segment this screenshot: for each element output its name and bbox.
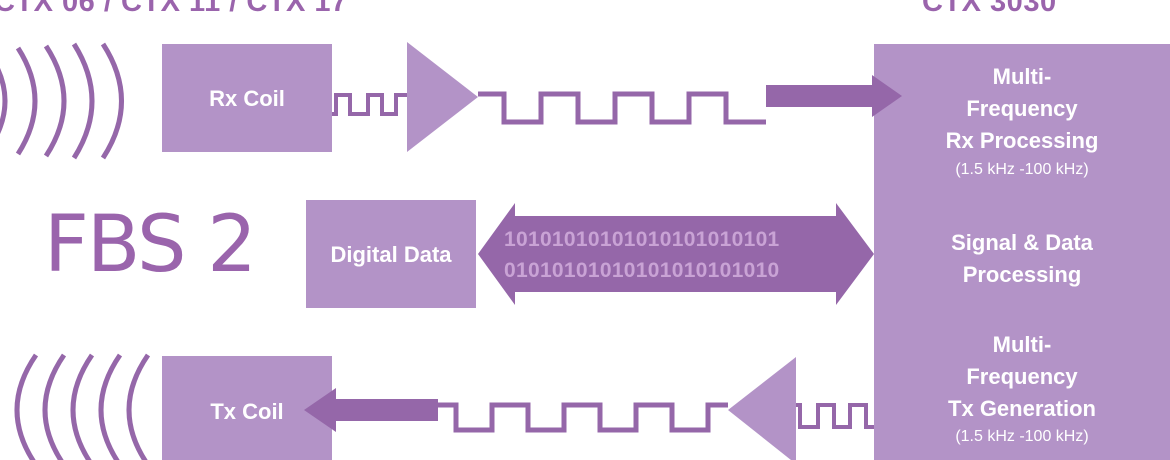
tx-coil-block — [162, 356, 332, 460]
tx-arrow — [304, 388, 438, 432]
rx-coil-label: Rx Coil — [209, 86, 285, 111]
tx-input-square-wave — [796, 403, 874, 429]
digital-data-block — [306, 200, 476, 308]
tx-waves-icon — [14, 353, 151, 460]
tx-generation-line-2: Frequency — [966, 364, 1078, 389]
rx-processing-line-3: Rx Processing — [945, 128, 1099, 153]
right-device-title: CTX 3030 — [922, 0, 1057, 18]
tx-generation-line-1: Multi- — [992, 332, 1052, 357]
product-name: FBS 2 — [44, 200, 257, 290]
rx-arrow — [766, 75, 902, 117]
digital-data-label: Digital Data — [330, 242, 452, 267]
rx-frequency-range: (1.5 kHz -100 kHz) — [955, 161, 1089, 178]
data-double-arrow — [478, 203, 874, 305]
tx-coil-label: Tx Coil — [210, 399, 284, 424]
tx-generation-line-3: Tx Generation — [948, 396, 1096, 421]
tx-frequency-range: (1.5 kHz -100 kHz) — [955, 428, 1089, 445]
rx-processing-line-1: Multi- — [992, 64, 1052, 89]
rx-coil-block — [162, 44, 332, 152]
rx-amplifier-icon — [407, 42, 478, 152]
tx-amplifier-icon — [728, 357, 796, 460]
ctx3030-processor-block — [874, 44, 1170, 460]
tx-output-square-wave — [438, 402, 728, 433]
rx-processing-line-2: Frequency — [966, 96, 1078, 121]
signal-processing-line-1: Signal & Data — [951, 230, 1093, 255]
rx-input-square-wave — [332, 93, 407, 116]
left-device-title: CTX 06 / CTX 11 / CTX 17 — [0, 0, 348, 18]
signal-processing-line-2: Processing — [962, 262, 1082, 287]
rx-waves-icon — [0, 42, 124, 160]
data-bits-row-2: 01010101010101010101010 — [504, 259, 780, 282]
rx-output-square-wave — [478, 91, 766, 125]
data-bits-row-1: 10101010101010101010101 — [504, 228, 780, 251]
